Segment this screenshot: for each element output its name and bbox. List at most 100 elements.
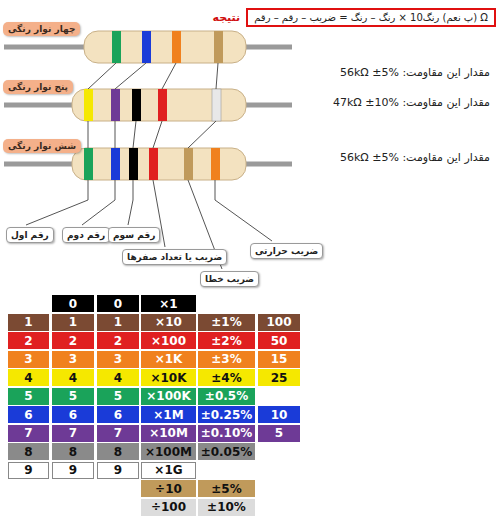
color-code-cell: ×1 [141, 295, 196, 312]
cell-value: 5 [69, 389, 77, 403]
resistor-body [84, 31, 246, 63]
color-code-cell: ±0.25% [198, 406, 255, 423]
cell-value: 6 [69, 408, 77, 422]
cell-value: 10 [271, 408, 288, 422]
color-code-cell: 7 [52, 425, 94, 442]
color-code-cell: 5 [8, 388, 49, 405]
formula-text: Ω (پ نعم) رنگ10 × رنگ – رنگ = ضریب – رقم… [246, 8, 496, 27]
leader-line [215, 180, 272, 241]
band-count-text: پنج نوار رنگی [8, 82, 68, 92]
header-text: رقم سوم [113, 230, 155, 240]
color-code-cell: 1 [97, 314, 139, 331]
cell-value: 5 [24, 389, 32, 403]
leader-line [88, 63, 116, 89]
column-header: رقم دوم [62, 227, 110, 243]
color-code-cell: 9 [8, 462, 49, 479]
color-code-cell: 3 [97, 351, 139, 368]
cell-value: 0 [114, 297, 122, 311]
column-header: رقم اول [6, 227, 54, 243]
cell-value: ±5% [211, 482, 241, 496]
color-code-cell: 4 [52, 369, 94, 386]
color-code-cell: 2 [52, 332, 94, 349]
cell-value: ±3% [211, 352, 241, 366]
cell-value: 15 [271, 352, 288, 366]
color-code-cell: 0 [97, 295, 139, 312]
cell-value: ±2% [211, 334, 241, 348]
band [212, 89, 221, 121]
color-code-cell: ×10K [141, 369, 196, 386]
cell-value: ±0.05% [201, 445, 253, 459]
color-code-cell: 50 [258, 332, 300, 349]
column-header: ضریب یا تعداد صفرها [122, 249, 227, 265]
cell-value: 5 [275, 426, 283, 440]
color-code-cell: 7 [97, 425, 139, 442]
header-text: ضریب یا تعداد صفرها [127, 252, 222, 262]
cell-value: ×10M [149, 426, 188, 440]
cell-value: 25 [271, 371, 288, 385]
color-code-cell: 6 [8, 406, 49, 423]
leader-line [162, 63, 176, 89]
cell-value: 6 [114, 408, 122, 422]
color-code-cell: ±4% [198, 369, 255, 386]
cell-value: 4 [114, 371, 122, 385]
color-code-cell: ±0.5% [198, 388, 255, 405]
cell-value: 3 [114, 352, 122, 366]
band-count-text: شش نوار رنگی [8, 141, 76, 151]
color-code-cell: 8 [8, 443, 49, 460]
column-header: ضریب خطا [200, 271, 259, 287]
leader-line [128, 180, 133, 225]
color-code-cell: 9 [52, 462, 94, 479]
cell-value: 50 [271, 334, 288, 348]
color-code-cell: ÷100 [141, 499, 196, 516]
color-code-cell: ×1G [141, 462, 196, 479]
resistor-body [72, 89, 246, 121]
header-text: ضریب حرارتی [255, 246, 318, 256]
cell-value: 7 [24, 426, 32, 440]
cell-value: 2 [114, 334, 122, 348]
cell-value: ×100 [151, 334, 186, 348]
cell-value: 3 [69, 352, 77, 366]
color-code-cell: 1 [52, 314, 94, 331]
cell-value: ±4% [211, 371, 241, 385]
color-code-cell: ±3% [198, 351, 255, 368]
color-code-cell: ×10M [141, 425, 196, 442]
resistor-body [72, 148, 246, 180]
color-code-cell: ×1K [141, 351, 196, 368]
color-code-cell: 0 [52, 295, 94, 312]
band [214, 31, 223, 63]
cell-value: 2 [24, 334, 32, 348]
color-code-cell: 1 [8, 314, 49, 331]
cell-value: ±0.25% [201, 408, 253, 422]
color-code-cell: 5 [258, 425, 300, 442]
cell-value: 7 [69, 426, 77, 440]
color-code-cell: ×10 [141, 314, 196, 331]
color-code-cell: 7 [8, 425, 49, 442]
cell-value: 100 [266, 315, 291, 329]
leader-line [115, 63, 146, 89]
resistance-value: مقدار این مقاومت: 56kΩ ±5% [340, 66, 490, 79]
header-text: ضریب خطا [205, 274, 254, 284]
color-code-cell: 2 [8, 332, 49, 349]
cell-value: 0 [69, 297, 77, 311]
color-code-cell: 2 [97, 332, 139, 349]
color-code-cell: 9 [97, 462, 139, 479]
header-text: رقم دوم [67, 230, 105, 240]
band [129, 148, 138, 180]
band-count-tag: چهار نوار رنگی [3, 22, 80, 36]
band [172, 31, 181, 63]
cell-value: ×10 [155, 315, 182, 329]
color-code-cell: 100 [258, 314, 300, 331]
cell-value: ×10K [150, 371, 186, 385]
cell-value: ±1% [211, 315, 241, 329]
cell-value: ×1 [159, 297, 177, 311]
cell-value: 9 [24, 463, 32, 477]
cell-value: 1 [69, 315, 77, 329]
color-code-cell: 3 [52, 351, 94, 368]
band [112, 31, 121, 63]
leader-line [26, 180, 88, 225]
color-code-cell: 6 [97, 406, 139, 423]
cell-value: ÷100 [151, 500, 186, 514]
color-code-cell: 5 [52, 388, 94, 405]
color-code-cell: 25 [258, 369, 300, 386]
